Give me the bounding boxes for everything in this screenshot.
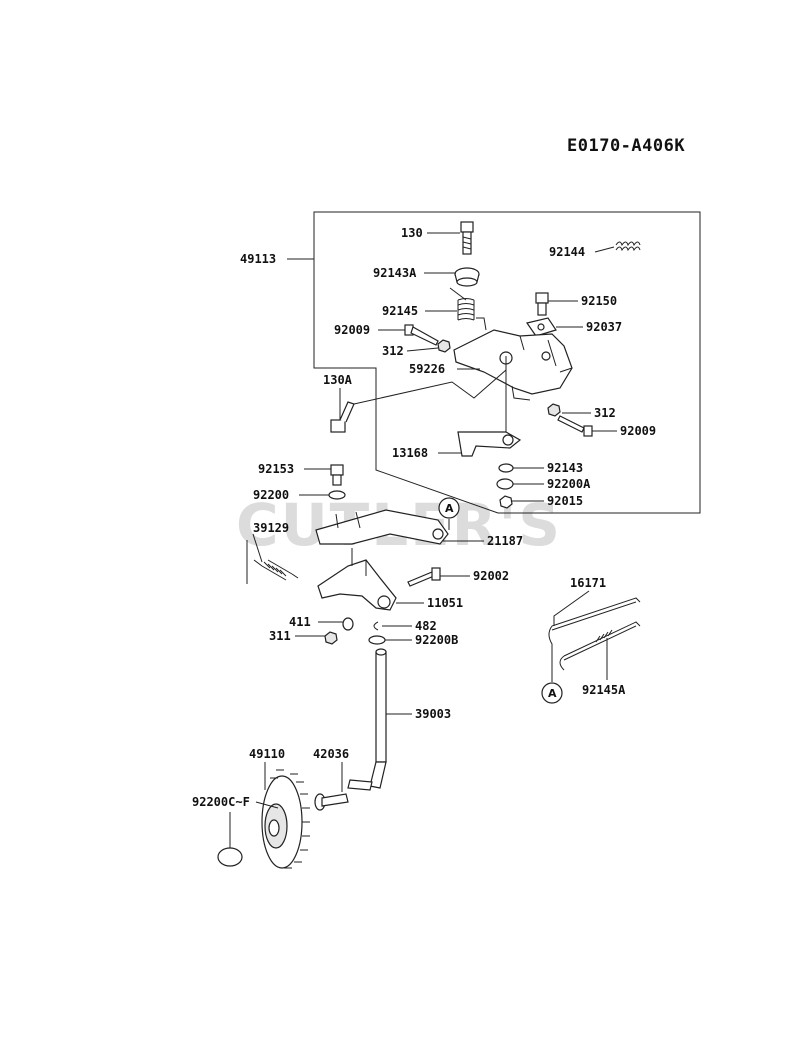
bolt-130-shape [460,221,474,255]
label-92145: 92145 [382,304,418,318]
spring-92145-shape [449,287,487,331]
label-21187: 21187 [487,534,523,548]
screw-92009-lower-shape [557,415,593,437]
reference-marker-a-rod-text: A [548,687,557,700]
label-312-upper: 312 [382,344,404,358]
nut-311-shape [324,631,338,645]
label-92200: 92200 [253,488,289,502]
label-49110: 49110 [249,747,285,761]
washer-92200a-shape [496,478,514,490]
shaft-39003-shape [347,648,387,791]
gear-49110-shape [261,769,310,869]
label-49113: 49113 [240,252,276,266]
clip-482-shape [373,621,379,631]
plate-13168-shape [457,431,522,457]
diagram-code: E0170-A406K [567,136,685,156]
label-92144: 92144 [549,245,585,259]
bolt-92153-shape [330,464,344,486]
label-411: 411 [289,615,311,629]
label-13168: 13168 [392,446,428,460]
spring-39129-shape [253,559,299,581]
washer-92200cf-shape [217,847,243,867]
reference-marker-a-lever: A [438,497,460,519]
label-92200a: 92200A [547,477,591,491]
label-482: 482 [415,619,437,633]
label-92200c-f: 92200C~F [192,795,250,809]
leader-lines [229,232,617,848]
label-39129: 39129 [253,521,289,535]
label-59226: 59226 [409,362,445,376]
label-92015: 92015 [547,494,583,508]
lever-21187-shape [315,509,449,545]
label-92150: 92150 [581,294,617,308]
arm-11051-shape [317,548,397,611]
label-312-lower: 312 [594,406,616,420]
label-92009-upper: 92009 [334,323,370,337]
washer-411-shape [342,617,354,631]
label-92200b: 92200B [415,633,458,647]
label-42036: 42036 [313,747,349,761]
label-11051: 11051 [427,596,463,610]
washer-92143-shape [498,463,514,473]
label-130a: 130A [323,373,353,387]
screw-92009-upper-shape [404,324,439,346]
label-39003: 39003 [415,707,451,721]
label-92145a: 92145A [582,683,626,697]
label-92143a: 92143A [373,266,417,280]
washer-42036-shape [314,793,349,811]
reference-marker-a-rod: A [541,682,563,704]
label-16171: 16171 [570,576,606,590]
cap-92143a-shape [454,267,480,287]
bracket-92037-shape [526,317,557,337]
assembly-boundary [313,211,701,514]
spring-92144-shape [615,241,641,252]
nut-312-lower-shape [547,403,561,417]
bracket-59226-shape [453,329,573,401]
label-92037: 92037 [586,320,622,334]
washer-92200-shape [328,490,346,500]
washer-92200b-shape [368,635,386,645]
label-92009-lower: 92009 [620,424,656,438]
label-92153: 92153 [258,462,294,476]
reference-marker-a-lever-text: A [445,502,454,515]
label-92002: 92002 [473,569,509,583]
bolt-92002-shape [407,567,441,587]
bolt-130a-shape [330,401,355,433]
nut-92015-shape [499,495,513,509]
label-130: 130 [401,226,423,240]
nut-312-upper-shape [437,339,451,353]
label-311: 311 [269,629,291,643]
bolt-92150-shape [535,292,549,316]
rod-16171-shape [548,597,641,671]
label-92143: 92143 [547,461,583,475]
